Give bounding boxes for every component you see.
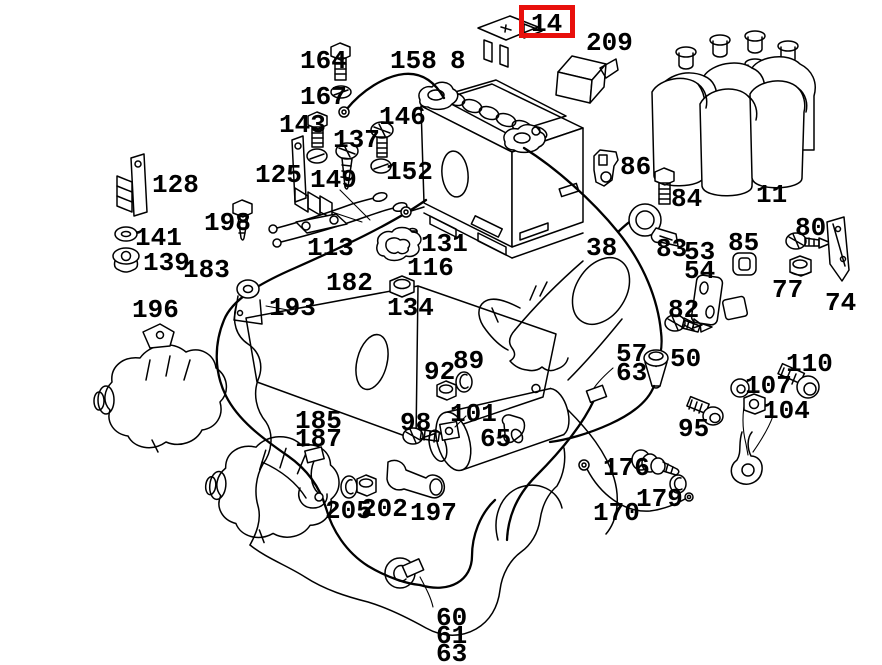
plate-113-drawing bbox=[295, 213, 348, 234]
bracket-196-drawing bbox=[142, 323, 175, 349]
clip-167-drawing bbox=[330, 85, 352, 99]
washer-152-drawing bbox=[370, 158, 392, 174]
bolt-164-drawing bbox=[330, 42, 351, 81]
bolt-95-drawing bbox=[686, 395, 724, 426]
engine-block-drawing bbox=[233, 285, 619, 636]
relay-drawing bbox=[555, 55, 619, 104]
bolt-176-drawing bbox=[631, 449, 680, 476]
plug-65-drawing bbox=[501, 414, 526, 444]
grommet-193-drawing bbox=[233, 279, 289, 325]
wiring-harness-drawing bbox=[215, 72, 694, 589]
leader-lines bbox=[339, 189, 614, 608]
screw-137-drawing bbox=[335, 142, 359, 190]
bracket-125-drawing bbox=[291, 135, 363, 223]
bolt-110-drawing bbox=[777, 362, 820, 399]
rear-hook-drawing bbox=[730, 431, 763, 485]
bracket-74-drawing bbox=[826, 216, 850, 282]
bracket-128-drawing bbox=[116, 153, 148, 217]
mount-53-54-drawing bbox=[683, 274, 749, 331]
highlight-box-part-14 bbox=[519, 5, 575, 38]
elbow-197-drawing bbox=[386, 459, 446, 499]
washer-149-drawing bbox=[306, 148, 328, 164]
nut-77-drawing bbox=[789, 255, 812, 277]
bolt-98-drawing bbox=[402, 427, 441, 445]
washer-179-drawing bbox=[669, 474, 687, 494]
washer-205-drawing bbox=[340, 475, 358, 499]
clip-86-drawing bbox=[593, 149, 619, 187]
nut-104-drawing bbox=[743, 393, 774, 453]
ground-strap-drawing bbox=[578, 459, 694, 512]
air-duct-drawing bbox=[478, 256, 631, 381]
washer-141-drawing bbox=[114, 226, 138, 242]
screw-198-drawing bbox=[232, 199, 253, 241]
battery-drawing bbox=[418, 79, 584, 259]
reservoir-pack-drawing bbox=[651, 30, 816, 197]
washer-107-drawing bbox=[730, 378, 750, 456]
nut-134-drawing bbox=[389, 275, 415, 298]
clamp-83-drawing bbox=[628, 203, 679, 247]
bolt-84-drawing bbox=[654, 167, 675, 205]
square-nut-101-drawing bbox=[438, 415, 467, 442]
bolt-143-drawing bbox=[307, 111, 328, 148]
nut-92-drawing bbox=[436, 380, 457, 401]
cone-50-drawing bbox=[643, 349, 669, 389]
washer-89-drawing bbox=[455, 371, 473, 393]
nut-202-drawing bbox=[356, 474, 377, 497]
screw-80-drawing bbox=[785, 232, 832, 250]
clamp-116-drawing bbox=[376, 226, 422, 262]
screw-146-drawing bbox=[370, 121, 394, 158]
grommet-85-drawing bbox=[732, 252, 757, 276]
grommet-139-drawing bbox=[112, 247, 140, 273]
